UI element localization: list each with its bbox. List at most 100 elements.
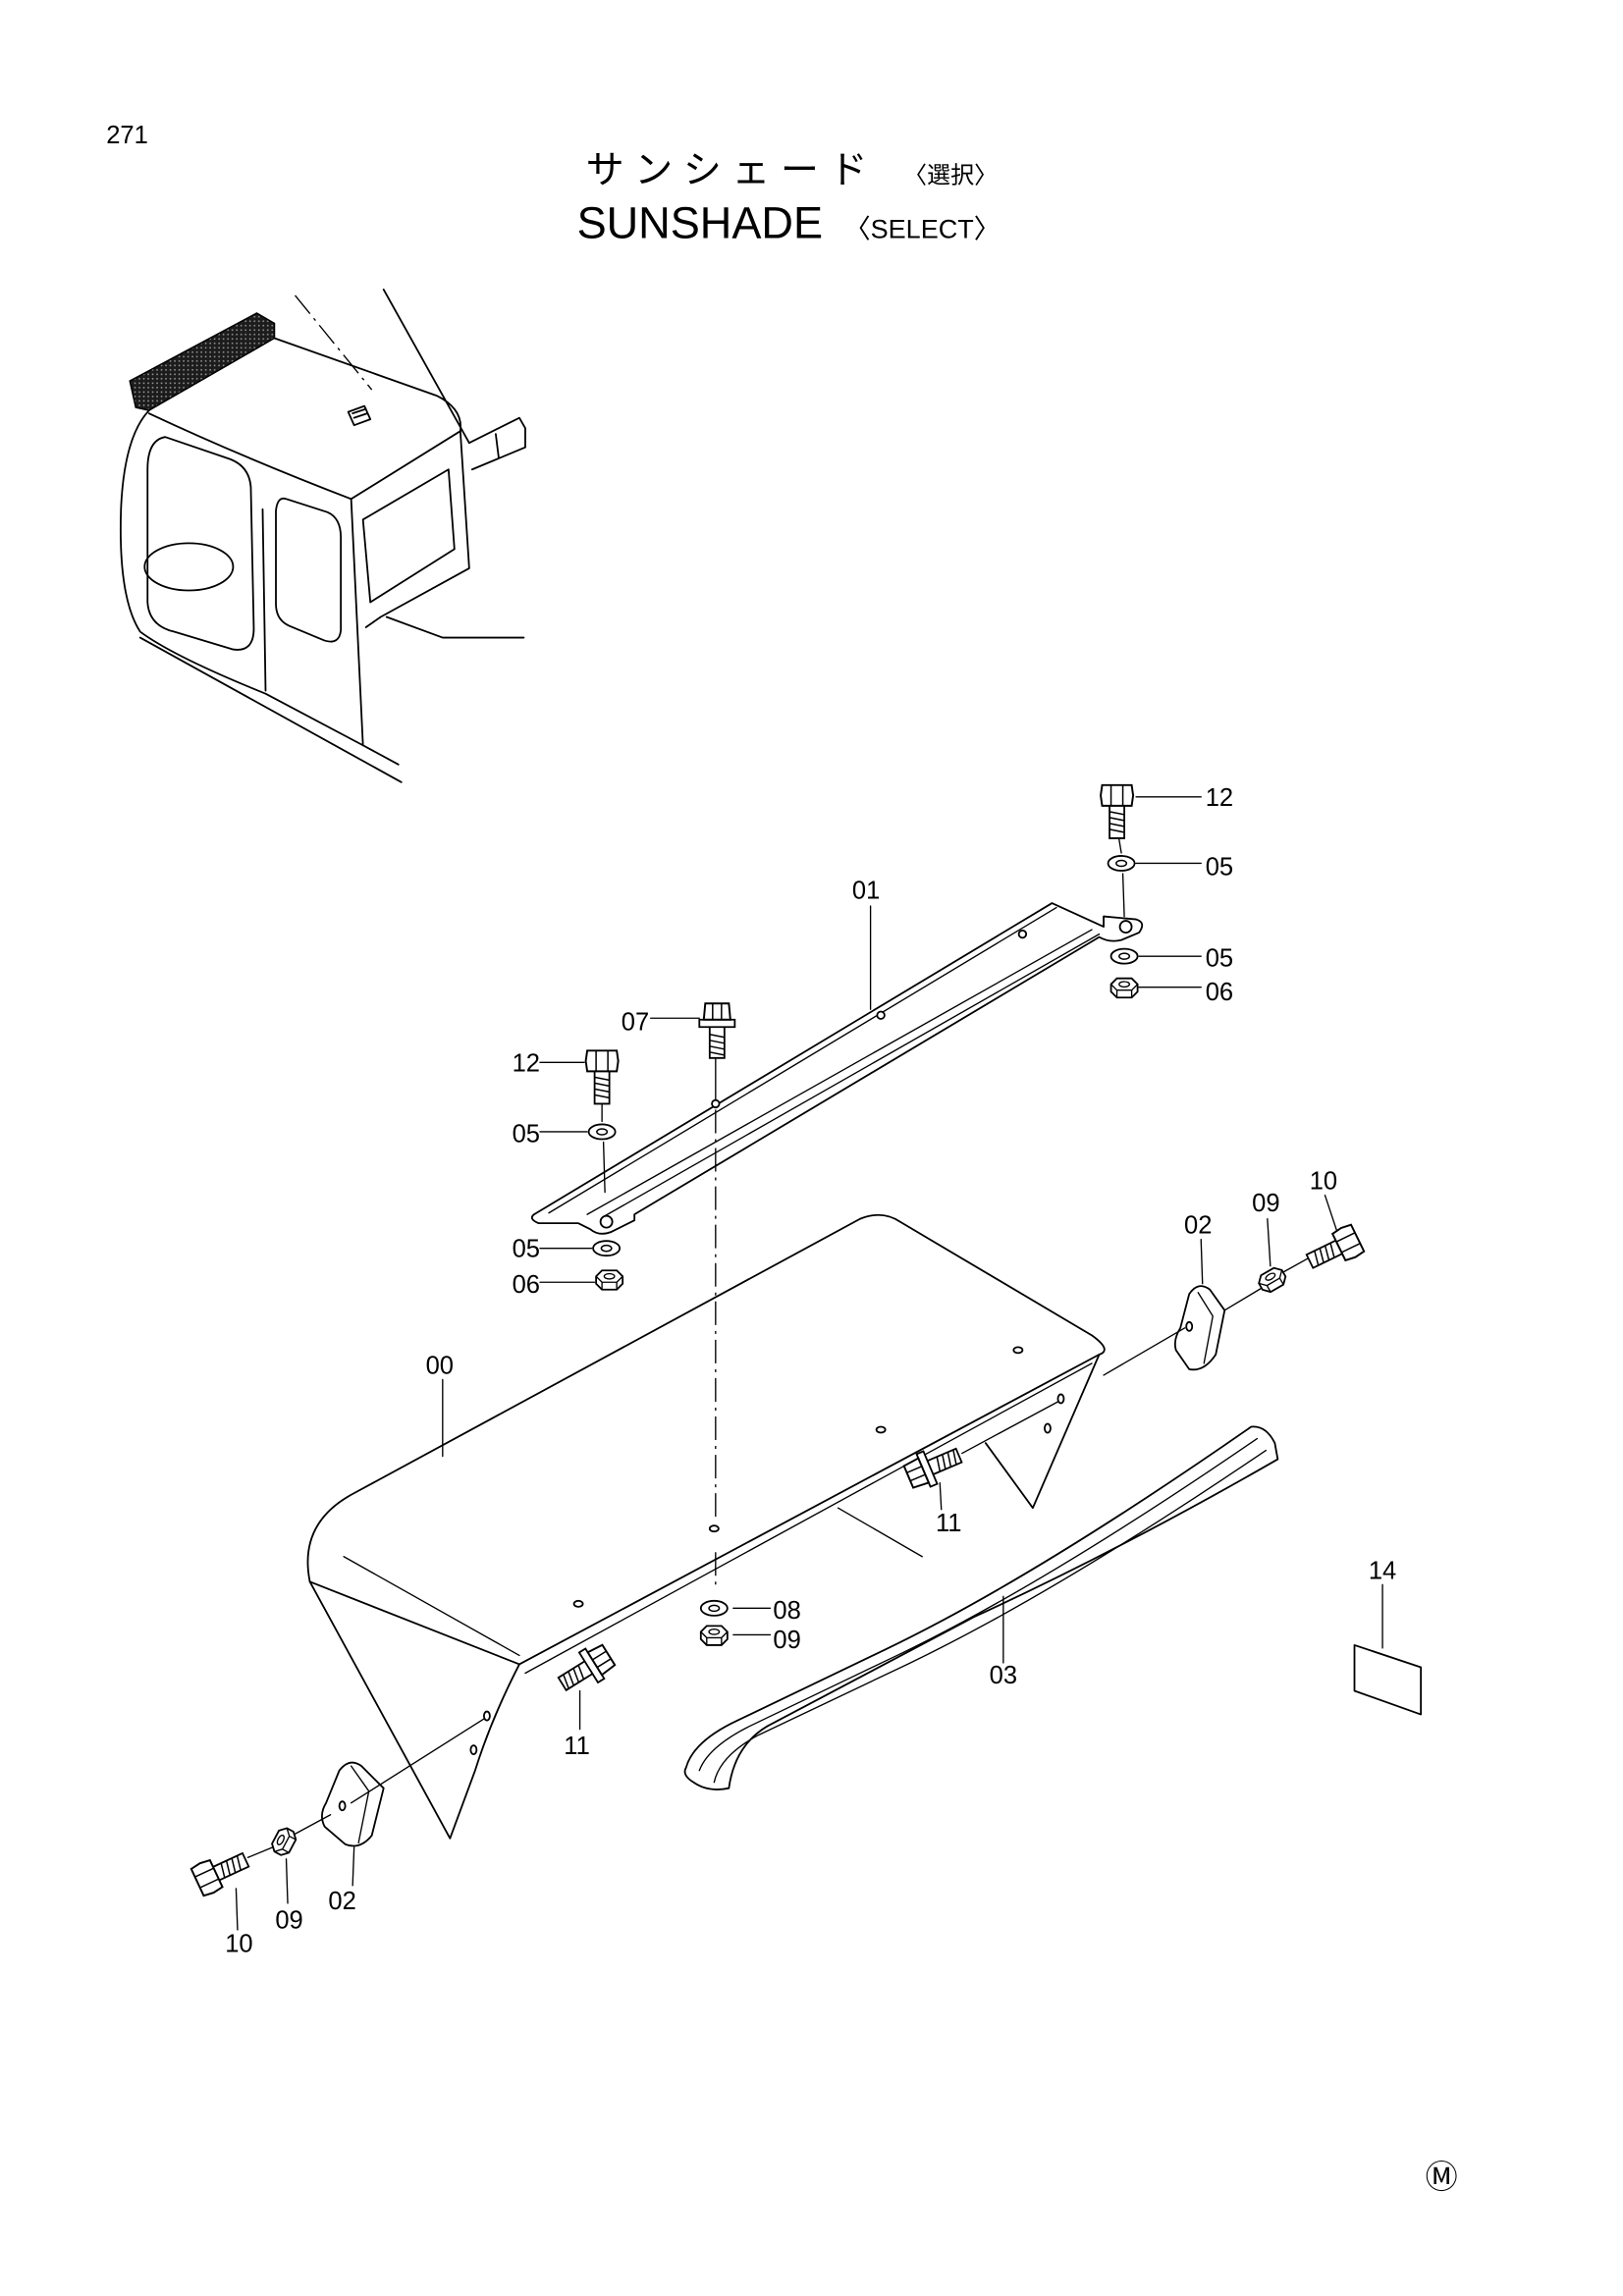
callout-label: 10 (1310, 1168, 1337, 1196)
machine-structure-line (382, 289, 470, 445)
machine-base-line (138, 615, 525, 783)
sunshade-hole (482, 1710, 491, 1722)
sunshade-right-flap (984, 1353, 1101, 1510)
part-07-bolt (698, 1002, 736, 1059)
callout-label: 06 (1206, 979, 1233, 1006)
part-09-nut (699, 1625, 729, 1646)
sunshade-left-flap (308, 1580, 520, 1840)
title-japanese-main: サンシェード (586, 149, 879, 193)
part-14-label-plate (1353, 1644, 1423, 1716)
part-05-washer (592, 1240, 622, 1257)
callout-label: 01 (852, 878, 880, 905)
rail-hole (876, 1010, 886, 1020)
corner-mark: Ⓜ (1426, 2158, 1458, 2196)
part-09-nut (1255, 1263, 1290, 1297)
part-05-washer (1109, 947, 1139, 965)
title-english: SUNSHADE 〈SELECT〉 (577, 197, 1001, 247)
rail-edge-line (548, 906, 1101, 1217)
callout-label: 03 (990, 1662, 1017, 1689)
cab-door-window (275, 497, 343, 643)
cab-outline (119, 409, 364, 747)
sunshade-crease (343, 1507, 923, 1657)
callout-label: 14 (1369, 1557, 1396, 1584)
bracket-hole (1185, 1320, 1194, 1332)
callout-label: 09 (1252, 1190, 1279, 1217)
sunshade-hole (469, 1744, 478, 1756)
rail-hole (1017, 929, 1028, 939)
callout-label: 00 (426, 1352, 454, 1379)
callout-label: 11 (936, 1510, 962, 1537)
callout-label: 08 (773, 1597, 800, 1625)
callout-label: 10 (225, 1930, 252, 1957)
boom-base-outline (467, 416, 526, 471)
cab-roof-edge (273, 337, 462, 433)
title-japanese: サンシェード 〈選択〉 (586, 149, 999, 193)
title-english-note: 〈SELECT〉 (844, 214, 1001, 243)
cab-side-edge (364, 430, 470, 628)
sunshade-top-surface (306, 1213, 1106, 1666)
rail-mount-hole (599, 1214, 614, 1229)
cab-lower-window (143, 542, 235, 592)
part-11-bolt (552, 1638, 620, 1700)
sunshade-hole (1044, 1422, 1052, 1434)
sunshade-hole (875, 1425, 887, 1434)
callout-label: 02 (328, 1888, 355, 1915)
sunshade-hole (708, 1524, 720, 1533)
bracket-body (1173, 1285, 1226, 1371)
part-05-washer (587, 1123, 617, 1141)
bracket-hole (338, 1800, 347, 1812)
callout-label: 06 (513, 1271, 540, 1299)
sunshade-front-lip (524, 1362, 1093, 1675)
part-09-nut (268, 1824, 300, 1859)
cab-door-edge (261, 507, 267, 692)
cab-overview-illustration (119, 289, 526, 783)
cab-sunshade-highlight (129, 312, 276, 411)
part-12-bolt (1100, 783, 1135, 839)
callout-label: 05 (513, 1236, 540, 1263)
cab-roof-emblem (347, 404, 372, 427)
part-06-nut (595, 1269, 624, 1291)
callout-label: 07 (622, 1008, 649, 1036)
callout-label: 12 (1206, 784, 1233, 812)
cab-side-window (361, 468, 456, 604)
part-01-rail (530, 902, 1144, 1235)
rail-mount-hole (1118, 920, 1133, 934)
part-06-nut (1109, 977, 1139, 999)
rail-body (530, 902, 1144, 1235)
part-12-bolt (584, 1049, 620, 1105)
sunshade-hole (1012, 1346, 1024, 1355)
page-number: 271 (106, 122, 148, 149)
callout-label: 02 (1184, 1212, 1212, 1240)
callout-label: 09 (275, 1906, 302, 1934)
part-02-bracket-left (321, 1761, 385, 1847)
machine-structure-line (295, 294, 373, 391)
seal-body (683, 1425, 1279, 1790)
callout-label: 12 (513, 1049, 540, 1077)
part-00-sunshade (306, 1213, 1106, 1840)
rail-hole (711, 1098, 721, 1109)
callout-label: 11 (564, 1733, 590, 1760)
cab-windshield (146, 436, 255, 651)
part-10-bolt (1301, 1222, 1366, 1277)
part-03-seal (683, 1425, 1279, 1790)
cab-pillar (350, 498, 364, 747)
part-02-bracket-right (1173, 1285, 1226, 1371)
callout-label: 05 (1206, 945, 1233, 973)
part-10-bolt (189, 1843, 254, 1898)
bracket-bend-line (1197, 1292, 1214, 1364)
callout-label: 05 (513, 1120, 540, 1148)
cab-front-top-edge (147, 412, 461, 501)
sunshade-hole (572, 1599, 584, 1608)
title-english-main: SUNSHADE (577, 197, 823, 247)
assembly-line (246, 834, 1312, 1858)
sunshade-hole (1056, 1393, 1065, 1405)
title-japanese-note: 〈選択〉 (903, 162, 998, 189)
part-05-washer (1107, 855, 1136, 872)
callout-label: 09 (773, 1627, 800, 1654)
callout-leader-lines (235, 796, 1383, 1931)
callout-label: 05 (1206, 853, 1233, 881)
bracket-body (321, 1761, 385, 1847)
part-08-washer (699, 1599, 729, 1617)
seal-channel-line (698, 1437, 1268, 1784)
